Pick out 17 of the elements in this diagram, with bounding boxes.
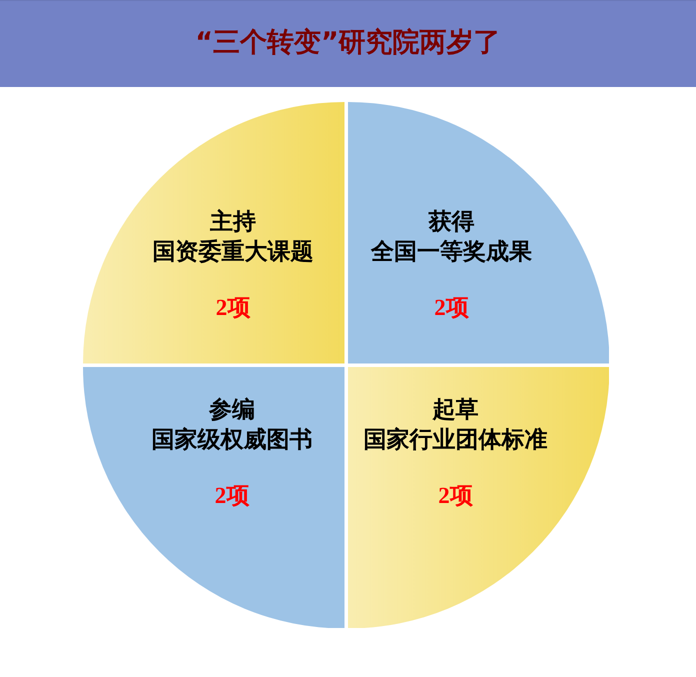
- quadrant-heading: 参编: [209, 396, 255, 424]
- quadrant-label: 国家级权威图书: [152, 426, 312, 454]
- quadrant-label: 国资委重大课题: [152, 238, 314, 266]
- quadrant-label: 国家行业团体标准: [364, 426, 548, 454]
- count-value: 2项: [438, 482, 473, 510]
- count-value: 2项: [214, 482, 250, 510]
- quadrant-heading: 主持: [210, 208, 256, 236]
- count-value: 2项: [434, 294, 469, 322]
- quadrant-heading: 起草: [432, 396, 478, 424]
- pie-quadrant: [348, 102, 609, 364]
- count-value: 2项: [216, 294, 250, 322]
- pie-quadrant: [83, 366, 344, 628]
- quadrant-heading: 获得: [428, 208, 474, 236]
- quadrant-label: 全国一等奖成果: [371, 238, 532, 266]
- pie-quadrant: [83, 102, 344, 364]
- title-text: “三个转变”研究院两岁了: [195, 26, 501, 60]
- pie-quadrant: [348, 366, 609, 628]
